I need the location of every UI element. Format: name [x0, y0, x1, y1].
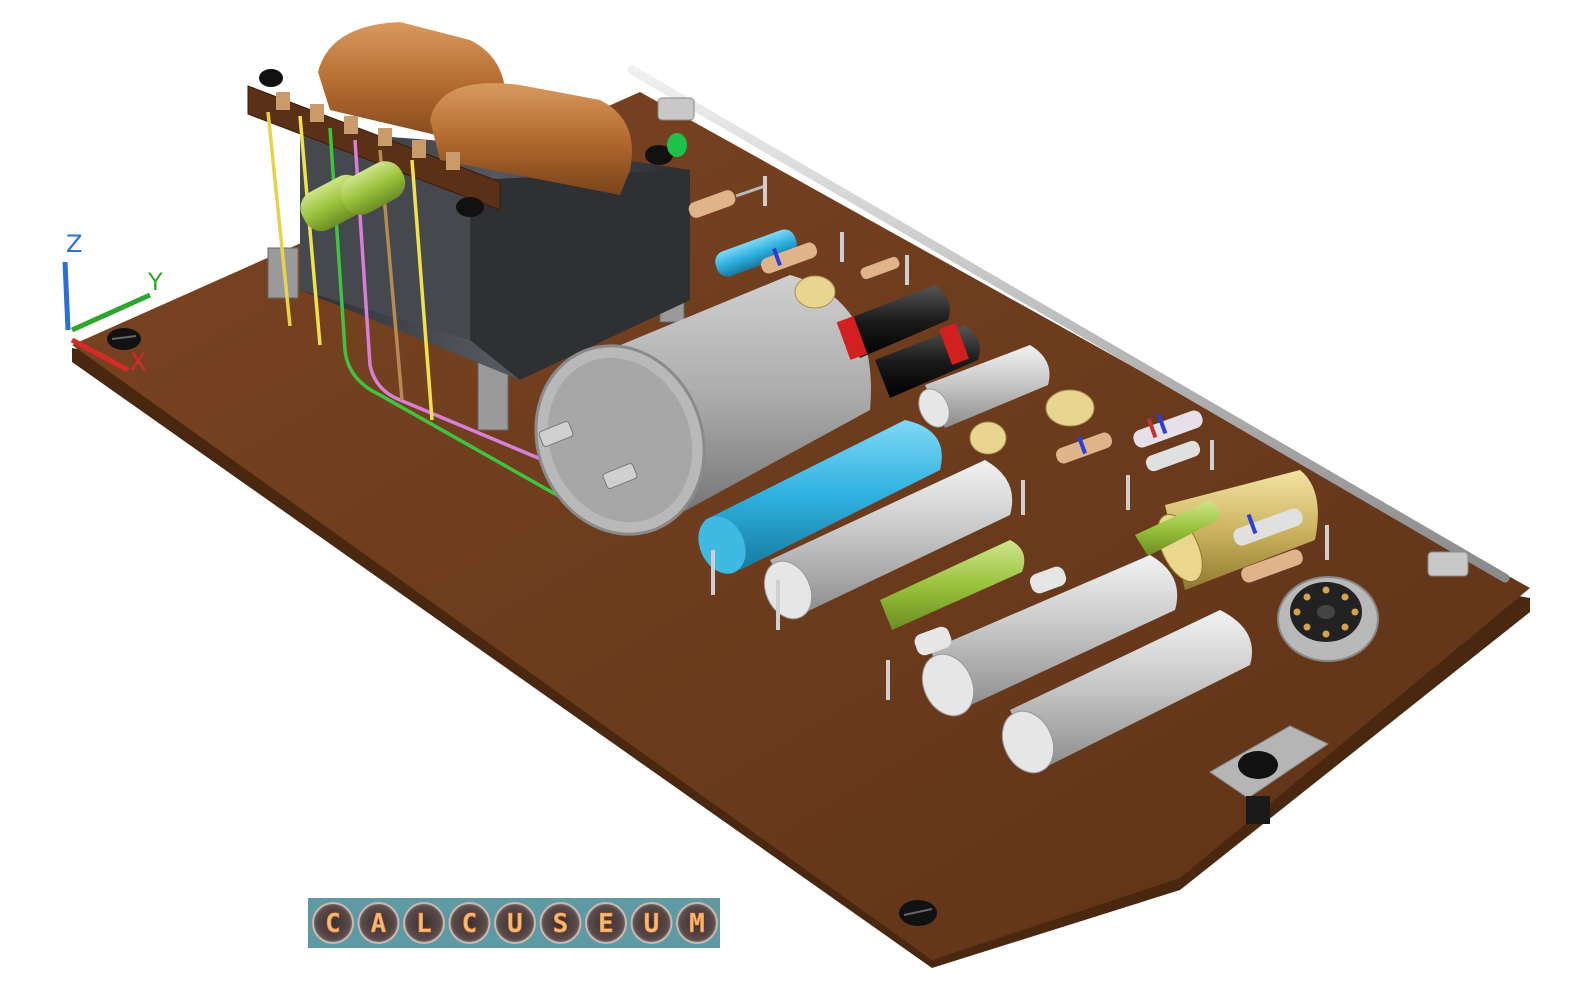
nixie-tube-icon	[403, 902, 445, 944]
logo-letter: M	[689, 909, 705, 939]
resistor-icon	[1029, 566, 1067, 594]
screw-icon	[899, 900, 937, 926]
nixie-tube-icon	[448, 902, 491, 944]
capacitor-icon	[875, 323, 980, 398]
capacitor-icon	[921, 555, 1178, 717]
nixie-tube-icon	[539, 902, 582, 944]
resistor-icon	[860, 256, 900, 280]
power-transformer	[247, 22, 690, 431]
nixie-tube-icon	[676, 902, 718, 944]
resistor-icon	[715, 229, 797, 277]
nixie-tube-icon	[630, 902, 673, 944]
resistor-icon	[1133, 410, 1203, 448]
logo-letter: E	[598, 909, 614, 939]
nixie-tube-icon	[585, 902, 627, 944]
capacitor-icon	[918, 345, 1050, 428]
capacitor-icon	[880, 540, 1025, 630]
transformer-coil	[318, 22, 632, 195]
capacitor-icon	[969, 421, 1007, 455]
logo-letter: L	[416, 909, 432, 939]
x-axis-icon	[70, 337, 130, 373]
resistors	[688, 184, 1303, 656]
nixie-tube-icon	[312, 902, 354, 944]
capacitor-icon	[836, 285, 950, 360]
z-axis-label: Z	[66, 230, 82, 258]
capacitor-icon	[340, 161, 406, 215]
resistor-icon	[914, 626, 952, 656]
logo-letter: C	[325, 909, 341, 939]
guide-rod	[627, 65, 1510, 583]
y-axis-label: Y	[147, 268, 163, 296]
logo-letter: C	[462, 909, 478, 939]
capacitor-icon	[1001, 610, 1252, 774]
logo-letter: U	[507, 909, 523, 939]
filter-capacitor-can	[534, 275, 871, 536]
logo-letter: S	[553, 909, 569, 939]
resistor-icon	[688, 184, 766, 218]
tube-socket	[1277, 576, 1379, 662]
rod-clip	[657, 97, 695, 121]
capacitor-icon	[794, 275, 836, 309]
resistor-icon	[1241, 549, 1303, 583]
film-capacitors	[300, 161, 406, 232]
logo-letter: A	[371, 909, 387, 939]
screw-icon	[259, 69, 283, 87]
nixie-tube-icon	[357, 902, 400, 944]
rod-clip	[1427, 551, 1469, 577]
capacitor-icon	[698, 420, 942, 574]
resistor-icon	[1145, 440, 1201, 472]
solder-posts	[711, 176, 1329, 700]
resistor-icon	[1233, 508, 1303, 546]
z-axis-icon	[62, 261, 71, 331]
disc-capacitors	[794, 275, 1095, 455]
resistor-icon	[760, 242, 818, 274]
x-axis-label: X	[130, 348, 146, 376]
resistor-icon	[1055, 432, 1113, 464]
capacitor-icon	[1135, 500, 1219, 556]
y-axis-icon	[70, 292, 152, 333]
axis-gizmo: Z Y X	[62, 230, 163, 376]
solder-lugs	[276, 92, 460, 170]
nixie-tube-icon	[494, 902, 536, 944]
mounting-screws	[107, 69, 937, 926]
capacitor-icon	[1045, 389, 1095, 427]
logo-letter: U	[644, 909, 660, 939]
mounting-bracket	[1209, 725, 1330, 824]
screw-icon	[107, 328, 141, 350]
